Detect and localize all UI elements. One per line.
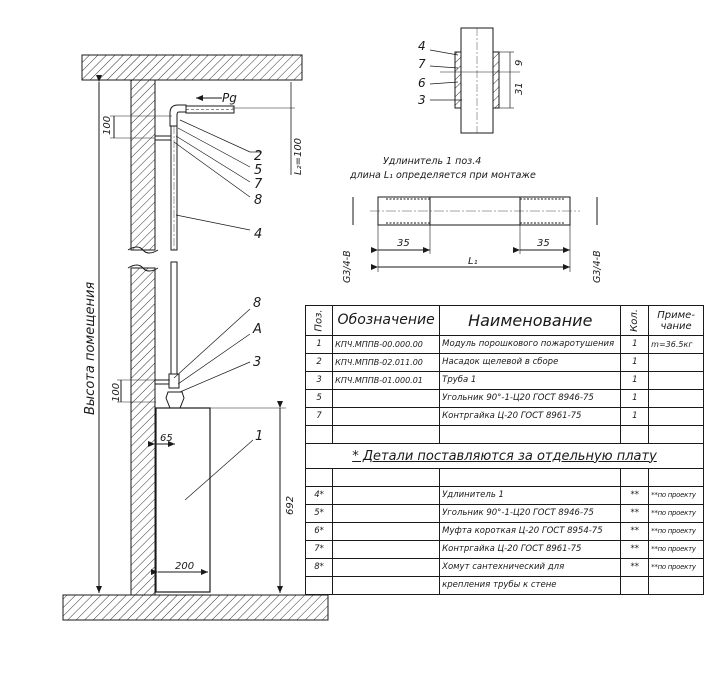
dim-200: 200 [175,561,194,572]
dim-100-top: 100 [102,116,113,135]
fitting-A [168,373,180,389]
table-row: 7*Контргайка Ц-20 ГОСТ 8961-75****по про… [304,540,704,559]
detail-callout-6: 6 [418,76,426,90]
dim-l2: L₂=100 [293,138,304,175]
fire-module-box [155,407,211,593]
callout-2: 2 [254,149,262,164]
header-designation: Обозначение [332,305,441,336]
dim-692: 692 [285,496,296,515]
extension-title-1: Удлинитель 1 поз.4 [383,156,481,167]
callout-1: 1 [255,429,263,444]
table-header-row: Поз. Обозначение Наименование Кол. Приме… [304,305,704,336]
header-pos: Поз. [304,305,334,336]
break-line-top [127,246,159,254]
section-title: * Детали поставляются за отдельную плату [305,443,704,469]
detail-dim-31: 31 [514,82,525,95]
coupling-detail: 9 31 4 7 6 3 [418,27,525,134]
extension-dim-l1: L₁ [468,256,478,267]
extension-title-2: длина L₁ определяется при монтаже [349,170,536,181]
callout-A: A [252,322,262,337]
detail-dim-9: 9 [514,60,525,66]
wall-bracket-top [154,135,172,141]
detail-callout-3: 3 [418,93,426,107]
floor-hatch [62,594,329,621]
callout-5: 5 [254,163,262,178]
table-row: 6*Муфта короткая Ц-20 ГОСТ 8954-75****по… [304,522,704,541]
table-row: 8*Хомут сантехнический для****по проекту [304,558,704,577]
table-row: 4*Удлинитель 1****по проекту [304,486,704,505]
pg-label: Pg [222,91,237,105]
table-row: 5*Угольник 90°-1-Ц20 ГОСТ 8946-75****по … [304,504,704,523]
callout-7: 7 [254,177,263,192]
extension-thread-left: G3/4-B [342,250,353,283]
extension-thread-right: G3/4-B [592,250,603,283]
table-section-row: * Детали поставляются за отдельную плату [305,443,704,469]
table-row-empty [304,468,704,487]
extension-dim-35-left: 35 [397,238,410,249]
header-name: Наименование [439,305,622,336]
break-line-bottom [127,264,159,272]
table-row-empty [304,425,704,444]
extension-pipe [352,196,598,272]
room-height-label: Высота помещения [83,282,98,415]
dim-65: 65 [160,433,173,444]
wall-lower-hatch [130,267,156,596]
ceiling-hatch [81,54,303,81]
callout-4: 4 [254,227,262,242]
specification-table: Поз. Обозначение Наименование Кол. Приме… [304,305,704,595]
module-valve [165,391,185,409]
pipe-lower [170,261,178,375]
extension-dim-35-right: 35 [537,238,550,249]
callout-8-top: 8 [254,193,262,208]
table-row: крепления трубы к стене [304,576,704,595]
detail-callout-4: 4 [418,39,426,53]
header-qty: Кол. [620,305,650,336]
callout-3: 3 [253,355,261,370]
elbow-top [169,104,187,127]
wall-upper-hatch [130,79,156,251]
callout-8-bottom: 8 [253,296,261,311]
header-note: Приме-чание [648,305,704,336]
dim-100-bottom: 100 [111,383,122,402]
detail-callout-7: 7 [418,57,426,71]
